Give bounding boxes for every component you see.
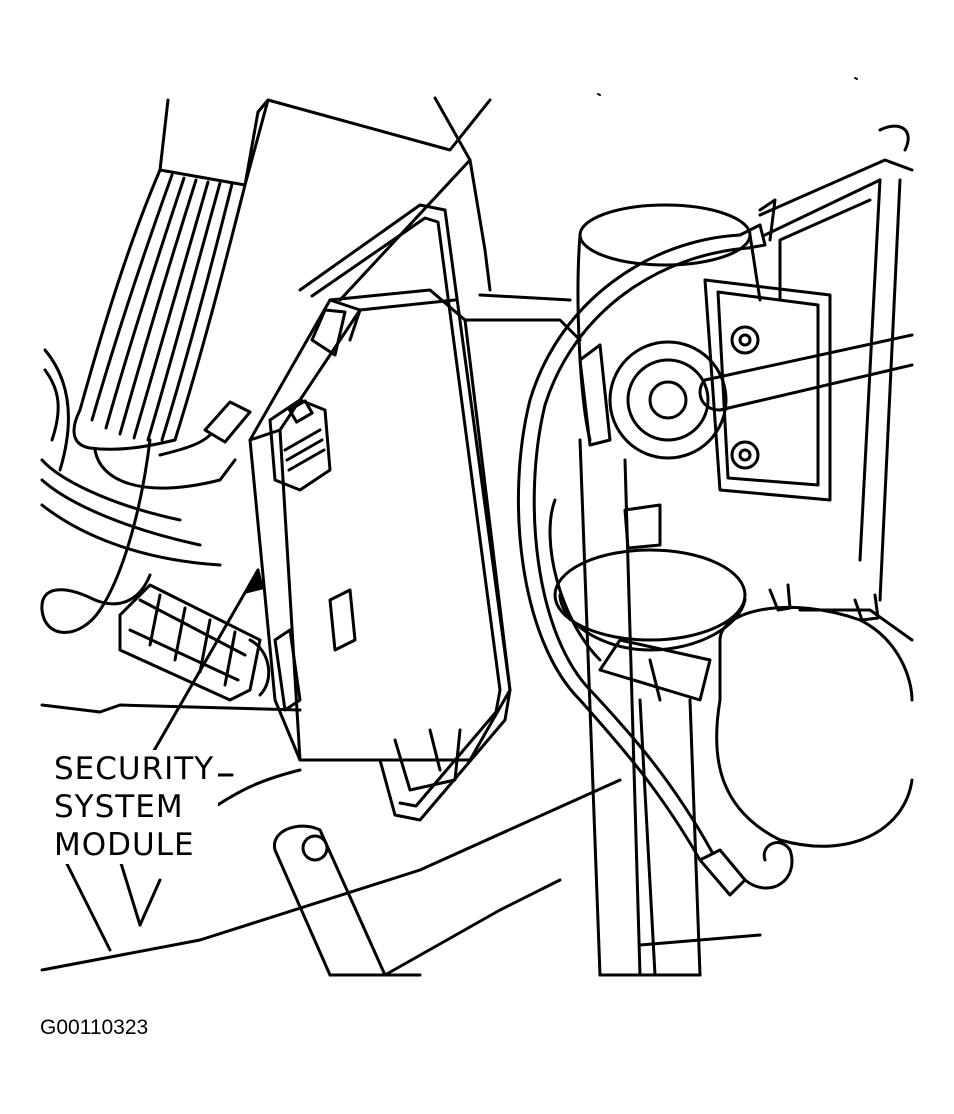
security-module-box <box>248 288 512 792</box>
callout-label: SECURITY SYSTEM MODULE <box>50 750 219 864</box>
pivot-lever <box>273 824 562 977</box>
speck-marks <box>597 77 858 96</box>
callout-line-2: SYSTEM <box>54 789 184 825</box>
vacuum-actuator <box>576 203 762 550</box>
cable-plug <box>118 583 271 702</box>
mount-bracket-bolts <box>698 278 914 502</box>
module-bracket <box>298 203 512 822</box>
upper-right-frame <box>758 124 914 602</box>
vacuum-hose <box>516 223 794 897</box>
figure-id: G00110323 <box>40 1016 149 1039</box>
callout-arrow <box>138 568 302 812</box>
wiring-harness <box>40 98 260 634</box>
vacuum-canister <box>553 548 914 848</box>
callout-line-3: MODULE <box>54 827 195 863</box>
callout-line-1: SECURITY <box>54 751 215 787</box>
body-panel <box>40 96 622 972</box>
